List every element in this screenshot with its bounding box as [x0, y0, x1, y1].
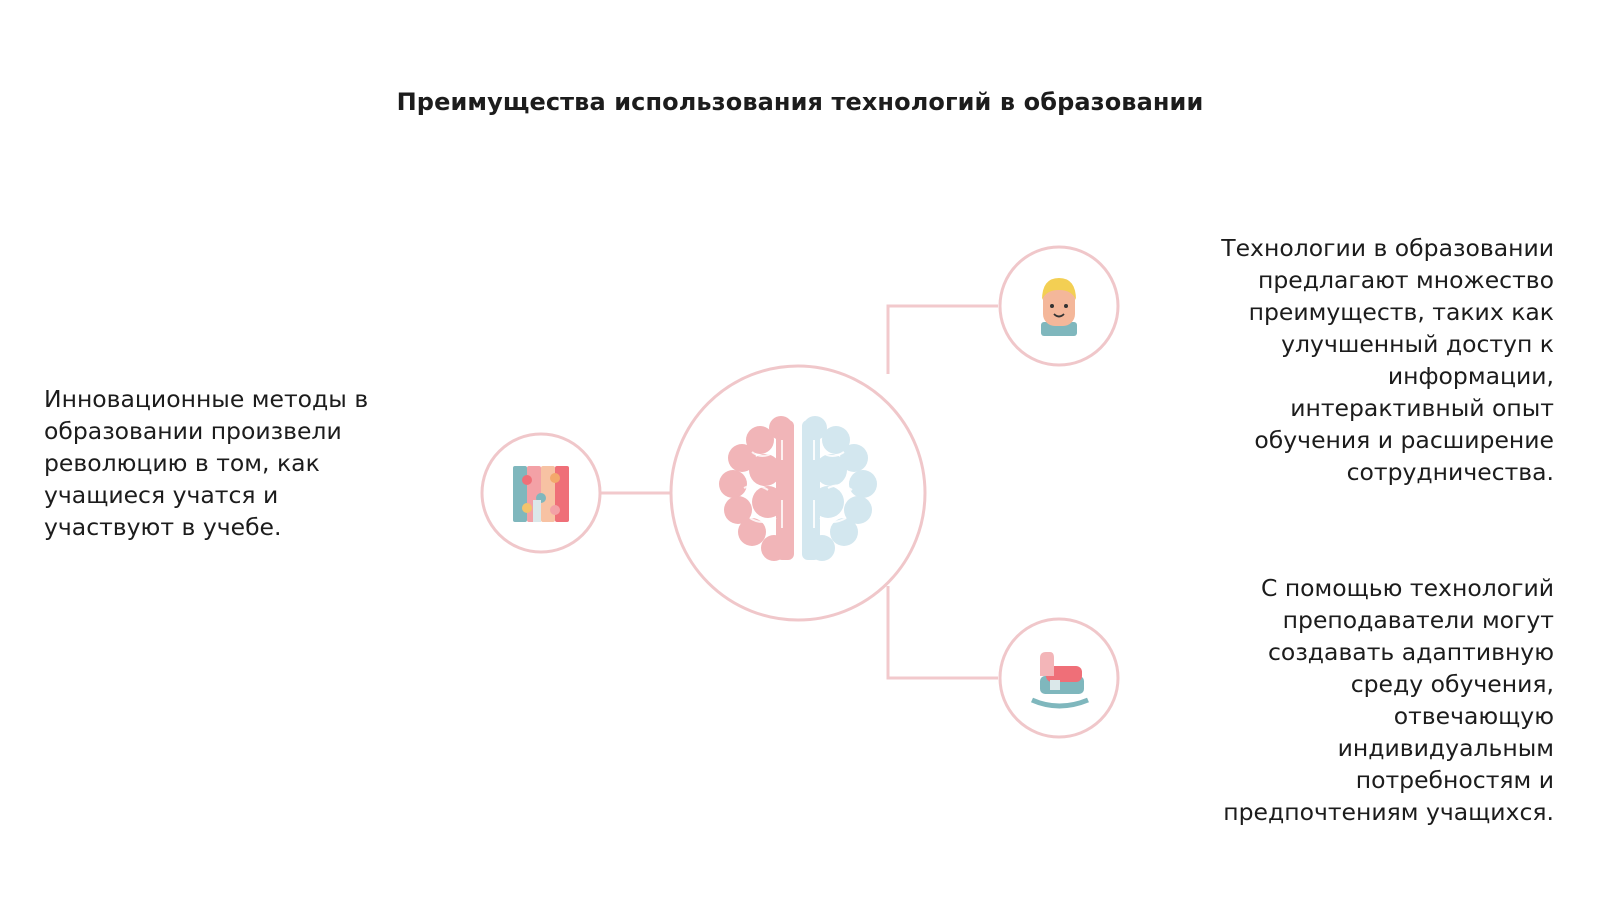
connector-right-top [886, 304, 998, 374]
connectors [600, 304, 998, 680]
student-face-icon [1041, 278, 1077, 336]
right-top-node [998, 245, 1120, 367]
rocking-horse-icon [1030, 652, 1089, 709]
right-top-description: Технологии в образовании предлагают множ… [1221, 234, 1554, 486]
page-title: Преимущества использования технологий в … [396, 88, 1204, 116]
center-node [669, 364, 927, 622]
connector-right-bottom [886, 586, 998, 680]
puzzle-icon [513, 466, 569, 522]
brain-icon [719, 416, 877, 565]
right-bottom-description: С помощью технологий преподаватели могут… [1223, 574, 1554, 826]
right-bottom-node [998, 617, 1120, 739]
left-description: Инновационные методы в образовании произ… [44, 385, 369, 541]
left-node [480, 432, 602, 554]
